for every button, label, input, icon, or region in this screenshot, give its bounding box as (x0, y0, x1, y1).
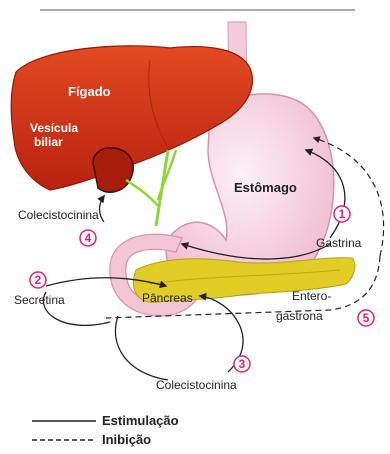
stomach-label: Estômago (234, 180, 297, 195)
gallbladder (93, 148, 133, 192)
secretin-label: Secretina (14, 293, 65, 307)
gallbladder-label-2: biliar (34, 135, 63, 149)
marker-4: 4 (80, 230, 96, 246)
cck-loop (115, 316, 168, 380)
legend-inhibition-label: Inibição (102, 432, 151, 447)
cck-bottom-label: Colecistocinina (156, 378, 237, 392)
enterogastrone-label-1: Entero- (292, 289, 331, 303)
legend: Estimulação Inibição (32, 413, 179, 447)
marker-2: 2 (30, 272, 46, 288)
marker-5: 5 (358, 310, 374, 326)
pancreas-label: Pâncreas (142, 291, 193, 305)
marker-3: 3 (234, 356, 250, 372)
svg-text:1: 1 (339, 207, 346, 221)
svg-text:3: 3 (239, 357, 246, 371)
svg-text:5: 5 (363, 311, 370, 325)
liver-label: Fígado (68, 84, 111, 99)
legend-stimulation-label: Estimulação (102, 413, 179, 428)
enterogastrone-label-2: gastrona (276, 309, 323, 323)
marker-1: 1 (334, 206, 350, 222)
cck-gallbladder-arrow (100, 196, 105, 222)
gastrin-label: Gastrina (316, 236, 362, 250)
gallbladder-label: Vesícula (30, 121, 78, 135)
cck-top-label: Colecistocinina (18, 208, 99, 222)
svg-text:4: 4 (85, 231, 92, 245)
svg-text:2: 2 (35, 273, 42, 287)
